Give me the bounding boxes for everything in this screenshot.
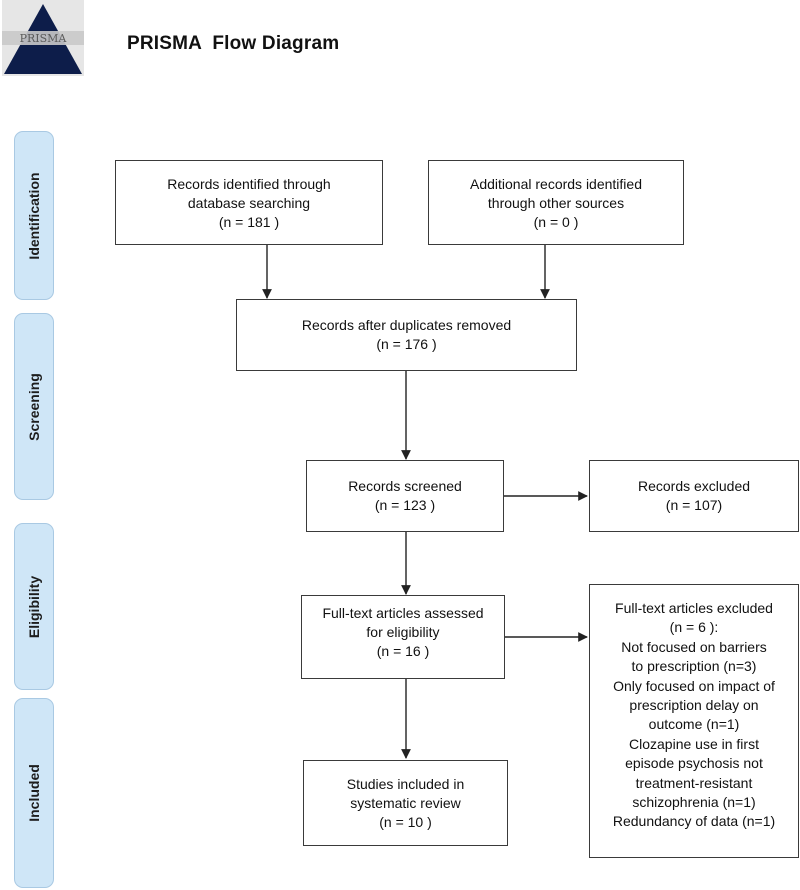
stage-included: Included <box>14 698 54 888</box>
box-additional-records: Additional records identified through ot… <box>428 160 684 245</box>
stage-eligibility-label: Eligibility <box>26 575 42 638</box>
stage-identification: Identification <box>14 131 54 300</box>
box-database-records: Records identified through database sear… <box>115 160 383 245</box>
box-after-duplicates: Records after duplicates removed (n = 17… <box>236 299 577 371</box>
stage-identification-label: Identification <box>26 171 42 260</box>
box-records-excluded: Records excluded (n = 107) <box>589 460 799 532</box>
stage-included-label: Included <box>26 764 42 822</box>
box-records-screened: Records screened (n = 123 ) <box>306 460 504 532</box>
stage-screening: Screening <box>14 313 54 500</box>
box-studies-included: Studies included in systematic review (n… <box>303 760 508 846</box>
stage-eligibility: Eligibility <box>14 523 54 690</box>
stage-screening-label: Screening <box>26 372 42 441</box>
box-fulltext-assessed: Full-text articles assessed for eligibil… <box>301 595 505 679</box>
page-title: PRISMA Flow Diagram <box>127 33 340 54</box>
logo-text: PRISMA <box>20 32 68 45</box>
box-fulltext-excluded: Full-text articles excluded (n = 6 ): No… <box>589 584 799 858</box>
prisma-logo: PRISMA <box>2 0 84 76</box>
